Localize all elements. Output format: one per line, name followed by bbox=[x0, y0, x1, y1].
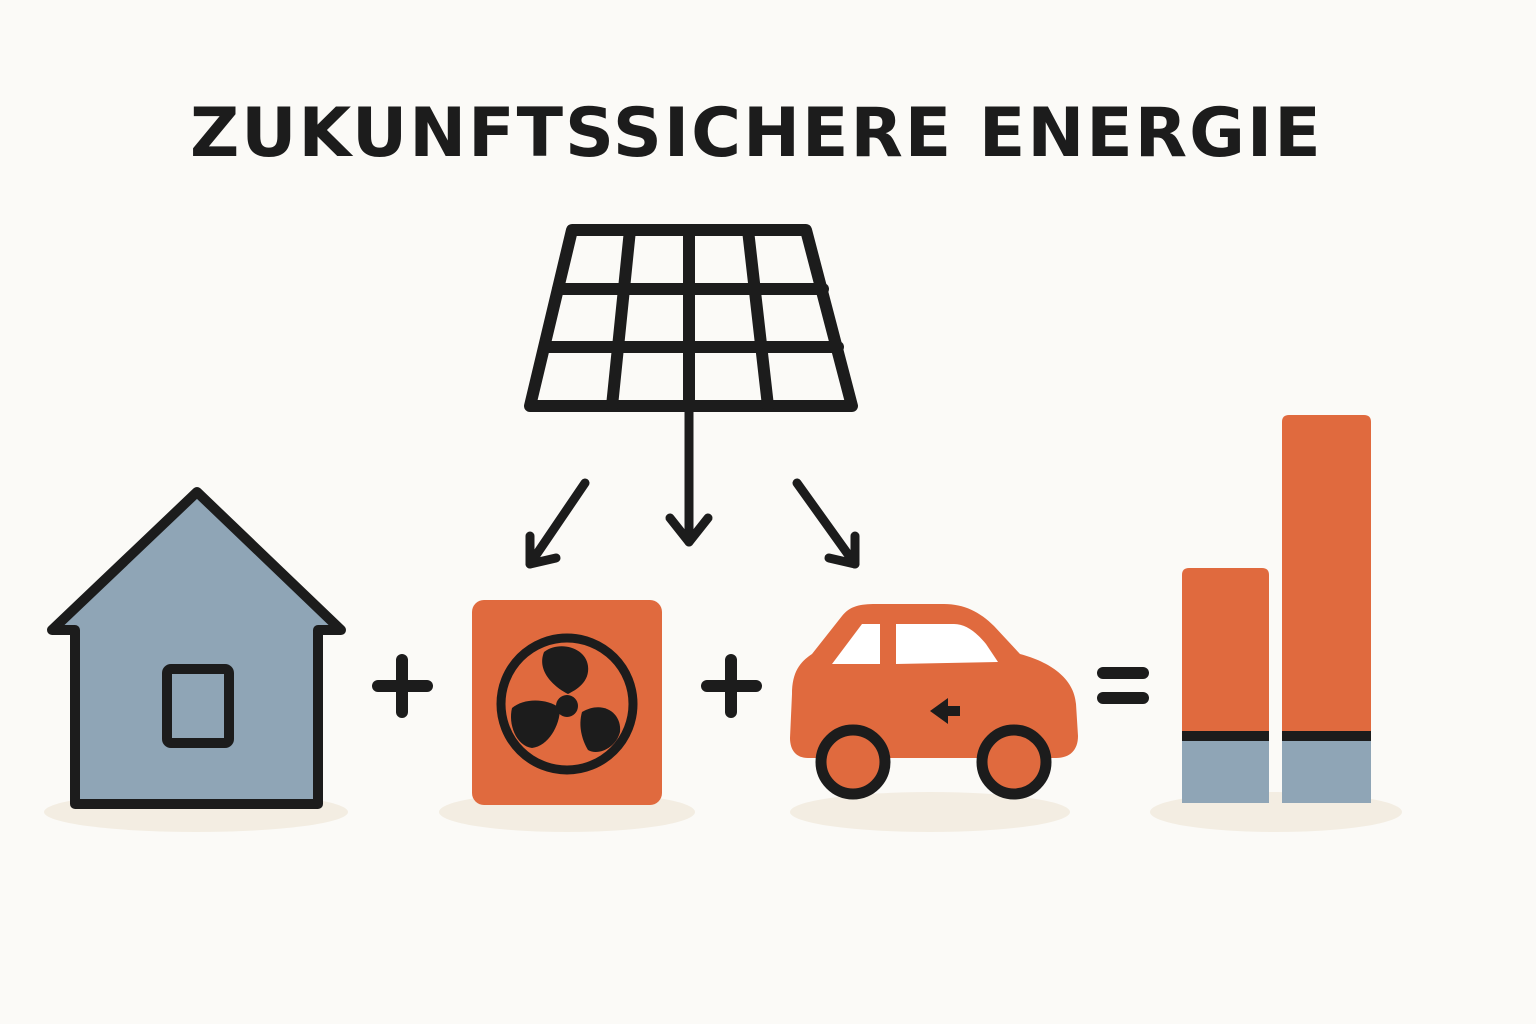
arrow-down-left-icon bbox=[525, 478, 590, 569]
car-window-rear bbox=[832, 624, 880, 664]
plus-icon bbox=[701, 654, 762, 718]
car-wheel-front bbox=[976, 724, 1052, 800]
fan-icon bbox=[510, 646, 621, 752]
fan-ring bbox=[496, 633, 638, 775]
electric-car-icon bbox=[790, 604, 1078, 800]
car-shadow bbox=[790, 792, 1070, 832]
bar-chart-icon bbox=[1182, 415, 1371, 803]
house-window bbox=[162, 664, 234, 748]
equals-icon bbox=[1097, 667, 1149, 704]
operators bbox=[372, 654, 1149, 718]
car-wheel-rear bbox=[815, 724, 891, 800]
house-icon bbox=[47, 487, 346, 809]
page-title: ZUKUNFTSSICHERE ENERGIE bbox=[190, 94, 1323, 173]
car-window-front bbox=[896, 624, 998, 664]
arrow-down-right-icon bbox=[792, 478, 860, 569]
solar-panel-icon bbox=[524, 224, 858, 412]
arrow-down-icon bbox=[665, 401, 713, 547]
tall-bar bbox=[1282, 415, 1371, 803]
plus-icon bbox=[372, 654, 433, 718]
charging-plug-icon bbox=[930, 698, 960, 724]
heat-pump-icon bbox=[472, 600, 662, 805]
short-bar bbox=[1182, 568, 1269, 803]
arrows bbox=[525, 401, 860, 569]
